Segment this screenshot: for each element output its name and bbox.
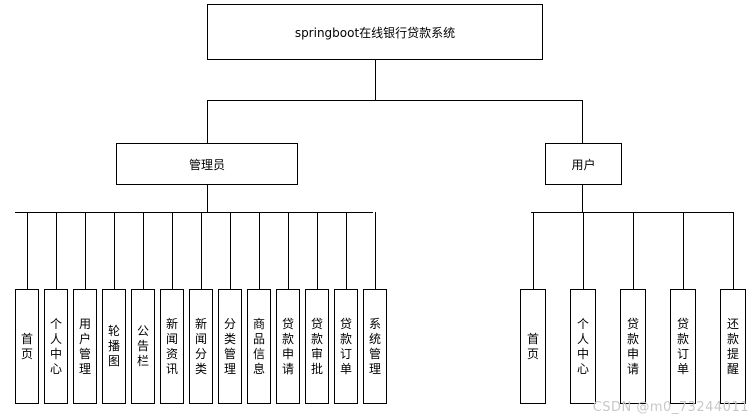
- admin-leaf-node: 贷款申请: [276, 289, 300, 404]
- connector: [582, 185, 583, 212]
- watermark: CSDN @m0_73244011: [592, 400, 749, 415]
- admin-leaf-node: 分类管理: [218, 289, 242, 404]
- connector: [172, 212, 173, 289]
- admin-leaf-label: 首页: [20, 331, 33, 361]
- admin-leaf-label: 新闻资讯: [165, 316, 178, 376]
- connector: [633, 212, 634, 289]
- admin-leaf-node: 新闻分类: [189, 289, 213, 404]
- connector: [207, 185, 208, 212]
- connector: [114, 212, 115, 289]
- connector: [27, 212, 28, 289]
- admin-leaf-node: 系统管理: [363, 289, 387, 404]
- admin-leaf-node: 首页: [15, 289, 39, 404]
- admin-leaf-node: 轮播图: [102, 289, 126, 404]
- admin-leaf-label: 贷款订单: [339, 316, 352, 376]
- admin-leaf-node: 新闻资讯: [160, 289, 184, 404]
- admin-leaf-label: 个人中心: [49, 316, 62, 376]
- connector: [201, 212, 202, 289]
- admin-leaf-label: 系统管理: [368, 316, 381, 376]
- connector: [207, 100, 583, 101]
- connector: [85, 212, 86, 289]
- connector: [317, 212, 318, 289]
- admin-leaf-label: 分类管理: [223, 316, 236, 376]
- admin-leaf-label: 商品信息: [252, 316, 265, 376]
- group-label-admin: 管理员: [188, 157, 225, 172]
- admin-leaf-label: 贷款审批: [310, 316, 323, 376]
- connector: [375, 212, 376, 289]
- group-label-user: 用户: [571, 157, 596, 172]
- admin-leaf-node: 用户管理: [73, 289, 97, 404]
- admin-leaf-node: 贷款订单: [334, 289, 358, 404]
- admin-leaf-label: 轮播图: [107, 324, 120, 368]
- user-leaf-node: 首页: [520, 289, 546, 404]
- root-node: springboot在线银行贷款系统: [207, 4, 543, 60]
- admin-leaf-node: 公告栏: [131, 289, 155, 404]
- user-leaf-label: 还款提醒: [726, 316, 739, 376]
- user-leaf-node: 贷款订单: [670, 289, 696, 404]
- connector: [683, 212, 684, 289]
- admin-leaf-node: 商品信息: [247, 289, 271, 404]
- connector: [375, 60, 376, 100]
- group-node-admin: 管理员: [116, 143, 298, 185]
- admin-leaf-label: 新闻分类: [194, 316, 207, 376]
- admin-leaf-label: 公告栏: [136, 324, 149, 368]
- user-leaf-node: 个人中心: [570, 289, 596, 404]
- connector: [583, 212, 584, 289]
- connector: [15, 212, 373, 213]
- admin-leaf-label: 用户管理: [78, 316, 91, 376]
- user-leaf-node: 贷款申请: [620, 289, 646, 404]
- connector: [207, 100, 208, 143]
- connector: [143, 212, 144, 289]
- user-leaf-label: 贷款申请: [626, 316, 639, 376]
- connector: [230, 212, 231, 289]
- connector: [582, 100, 583, 143]
- admin-leaf-label: 贷款申请: [281, 316, 294, 376]
- root-label: springboot在线银行贷款系统: [294, 25, 456, 40]
- group-node-user: 用户: [545, 143, 622, 185]
- user-leaf-label: 贷款订单: [676, 316, 689, 376]
- user-leaf-node: 还款提醒: [720, 289, 746, 404]
- user-leaf-label: 个人中心: [576, 316, 589, 376]
- connector: [259, 212, 260, 289]
- connector: [288, 212, 289, 289]
- admin-leaf-node: 个人中心: [44, 289, 68, 404]
- connector: [533, 212, 534, 289]
- connector: [733, 212, 734, 289]
- admin-leaf-node: 贷款审批: [305, 289, 329, 404]
- user-leaf-label: 首页: [526, 331, 539, 361]
- connector: [531, 212, 733, 213]
- connector: [56, 212, 57, 289]
- connector: [346, 212, 347, 289]
